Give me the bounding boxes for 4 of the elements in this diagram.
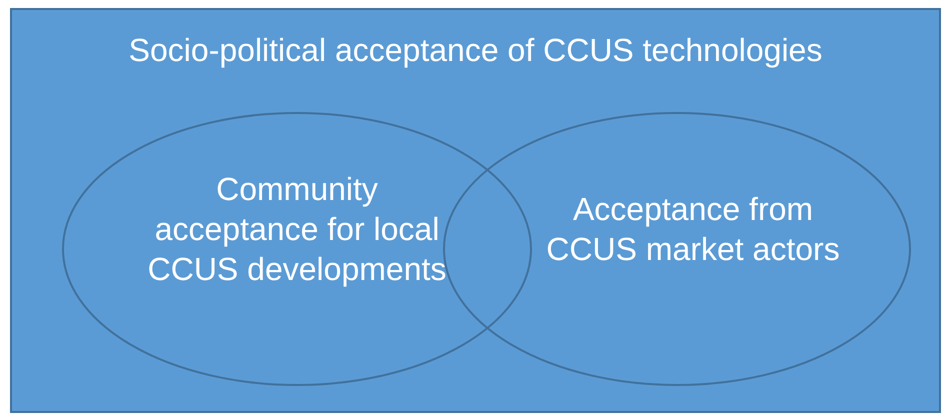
panel-background — [10, 8, 941, 413]
ellipse-label: Community acceptance for local CCUS developments — [147, 170, 447, 289]
title-text: Socio-political acceptance of CCUS technologies — [128, 31, 824, 70]
ellipse-label: Acceptance from CCUS market actors — [545, 190, 841, 269]
